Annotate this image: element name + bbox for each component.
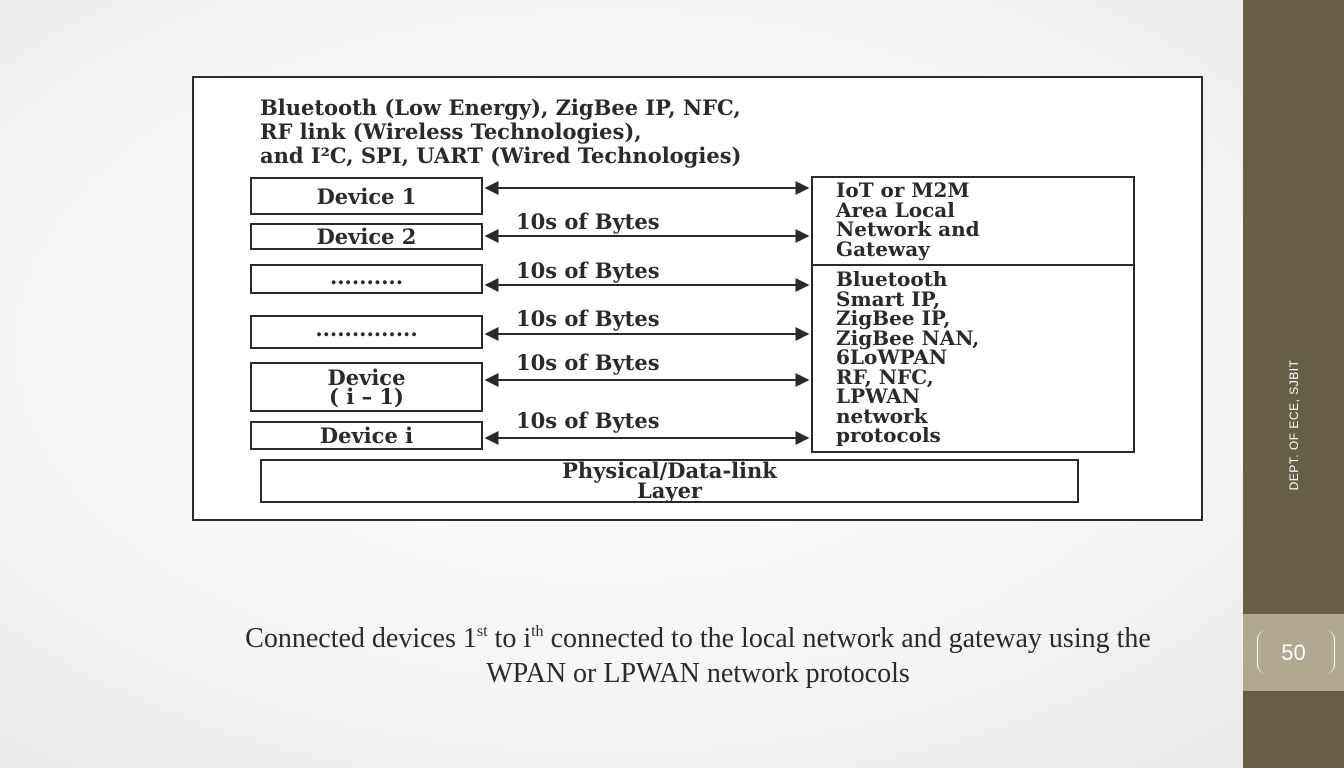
device-box-ellipsis-1: .......... xyxy=(250,264,483,294)
bytes-label-1: 10s of Bytes xyxy=(516,209,660,234)
caption-sup-2: th xyxy=(531,623,544,640)
bytes-label-2: 10s of Bytes xyxy=(516,258,660,283)
bytes-label-5: 10s of Bytes xyxy=(516,408,660,433)
device-box-1: Device 1 xyxy=(250,177,483,215)
caption-part-3: connected to the local network and gatew… xyxy=(543,623,1151,654)
device-box-i-minus-1: Device ( i – 1) xyxy=(250,362,483,412)
physical-layer-box: Physical/Data-link Layer xyxy=(260,459,1079,503)
dept-label: DEPT. OF ECE, SJBIT xyxy=(1286,359,1301,491)
header-line-3: and I²C, SPI, UART (Wired Technologies) xyxy=(260,143,742,168)
gateway-box xyxy=(811,176,1135,453)
bytes-label-4: 10s of Bytes xyxy=(516,350,660,375)
device-box-i: Device i xyxy=(250,421,483,450)
connector-arrows xyxy=(484,181,810,445)
gateway-text: IoT or M2M Area Local Network and Gatewa… xyxy=(836,178,980,261)
protocols-text: Bluetooth Smart IP, ZigBee IP, ZigBee NA… xyxy=(836,267,980,447)
caption-line-2: WPAN or LPWAN network protocols xyxy=(486,658,910,689)
page-number-box: 50 xyxy=(1243,614,1344,691)
page-number: 50 xyxy=(1281,639,1306,665)
page-bracket xyxy=(1257,630,1335,674)
network-diagram: Bluetooth (Low Energy), ZigBee IP, NFC, … xyxy=(192,76,1203,521)
caption-part-2: to i xyxy=(487,623,532,654)
caption-line-1: Connected devices 1st to ith connected t… xyxy=(190,621,1206,656)
header-line-2: RF link (Wireless Technologies), xyxy=(260,119,642,144)
gateway-divider xyxy=(811,264,1135,266)
caption-sup-1: st xyxy=(476,623,488,640)
caption-part-1: Connected devices 1 xyxy=(245,623,477,654)
device-box-2: Device 2 xyxy=(250,223,483,250)
slide-caption: Connected devices 1st to ith connected t… xyxy=(190,621,1206,691)
header-line-1: Bluetooth (Low Energy), ZigBee IP, NFC, xyxy=(260,95,741,120)
bytes-label-3: 10s of Bytes xyxy=(516,306,660,331)
device-box-ellipsis-2: .............. xyxy=(250,315,483,349)
